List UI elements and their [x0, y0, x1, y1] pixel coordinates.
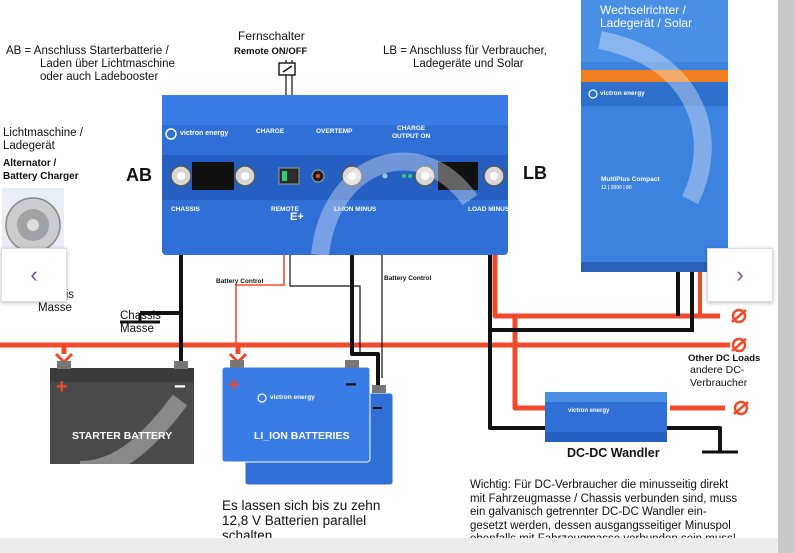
wichtig-note: Wichtig: Für DC-Verbraucher die minussei… [470, 479, 738, 545]
starter-battery-label: STARTER BATTERY [72, 430, 173, 442]
inverter-spec: 12 | 2000 | 80 [601, 185, 632, 191]
inverter-title: Wechselrichter / Ladegerät / Solar [600, 3, 693, 30]
inverter-brand: victron energy [600, 90, 645, 97]
starter-battery-plus: + [56, 376, 68, 398]
device-li-ion-minus: LI-ION MINUS [334, 206, 377, 213]
previous-slide-button[interactable]: ‹ [1, 248, 67, 302]
alternator-label: Alternator / Battery Charger [3, 158, 79, 182]
device-e-plus: E+ [290, 211, 304, 223]
device-load-minus: LOAD MINUS [468, 206, 510, 213]
li-ion-minus: − [345, 374, 357, 396]
andere-dc-label: andere DC- Verbraucher [690, 364, 748, 389]
wiring-diagram [0, 0, 749, 486]
device-overtemp: OVERTEMP [316, 128, 353, 135]
alternator [2, 188, 64, 254]
dcdc-brand: victron energy [568, 408, 610, 414]
lb-description: LB = Anschluss für Verbraucher, Ladegerä… [383, 45, 547, 70]
other-dc-loads-label: Other DC Loads [688, 353, 761, 364]
next-slide-button[interactable]: › [707, 248, 773, 302]
li-ion-minus-back: − [372, 398, 383, 418]
inverter-model: MultiPlus Compact [601, 176, 660, 183]
li-ion-label: LI_ION BATTERIES [254, 430, 350, 442]
device-brand: victron energy [180, 130, 229, 137]
device-remote: REMOTE [271, 206, 299, 213]
chevron-left-icon: ‹ [30, 262, 38, 287]
battery-control-label-2: Battery Control [384, 275, 432, 282]
dcdc-wandler-label: DC-DC Wandler [567, 446, 660, 460]
multiplus-inverter [581, 0, 728, 272]
device-chassis: CHASSIS [171, 206, 200, 213]
parallel-note: Es lassen sich bis zu zehn 12,8 V Batter… [222, 498, 381, 543]
lithium-batteries [221, 360, 394, 486]
battery-protect-device [162, 95, 508, 255]
remote-onoff-label: Remote ON/OFF [234, 46, 308, 57]
watermark [79, 31, 712, 479]
starter-battery-minus: − [174, 376, 186, 398]
fernschalter-label: Fernschalter [238, 29, 305, 43]
dcdc-converter [545, 392, 667, 442]
bottom-edge [0, 538, 778, 553]
ab-terminal-label: AB [126, 165, 152, 185]
lichtmaschine-label: Lichtmaschine / Ladegerät [3, 127, 83, 152]
negative-wires [140, 196, 722, 452]
li-ion-brand: victron energy [270, 394, 315, 401]
li-ion-plus: + [228, 374, 240, 396]
lb-terminal-label: LB [523, 163, 547, 183]
chevron-right-icon: › [736, 262, 744, 287]
scrollbar[interactable] [778, 0, 795, 553]
ab-description: AB = Anschluss Starterbatterie / Laden ü… [6, 45, 175, 83]
device-charge-output: CHARGE OUTPUT ON [392, 125, 431, 140]
device-charge: CHARGE [256, 128, 285, 135]
chassis-masse-label: Chassis Masse [120, 310, 161, 335]
starter-battery [50, 361, 194, 464]
battery-control-label-1: Battery Control [216, 278, 264, 285]
